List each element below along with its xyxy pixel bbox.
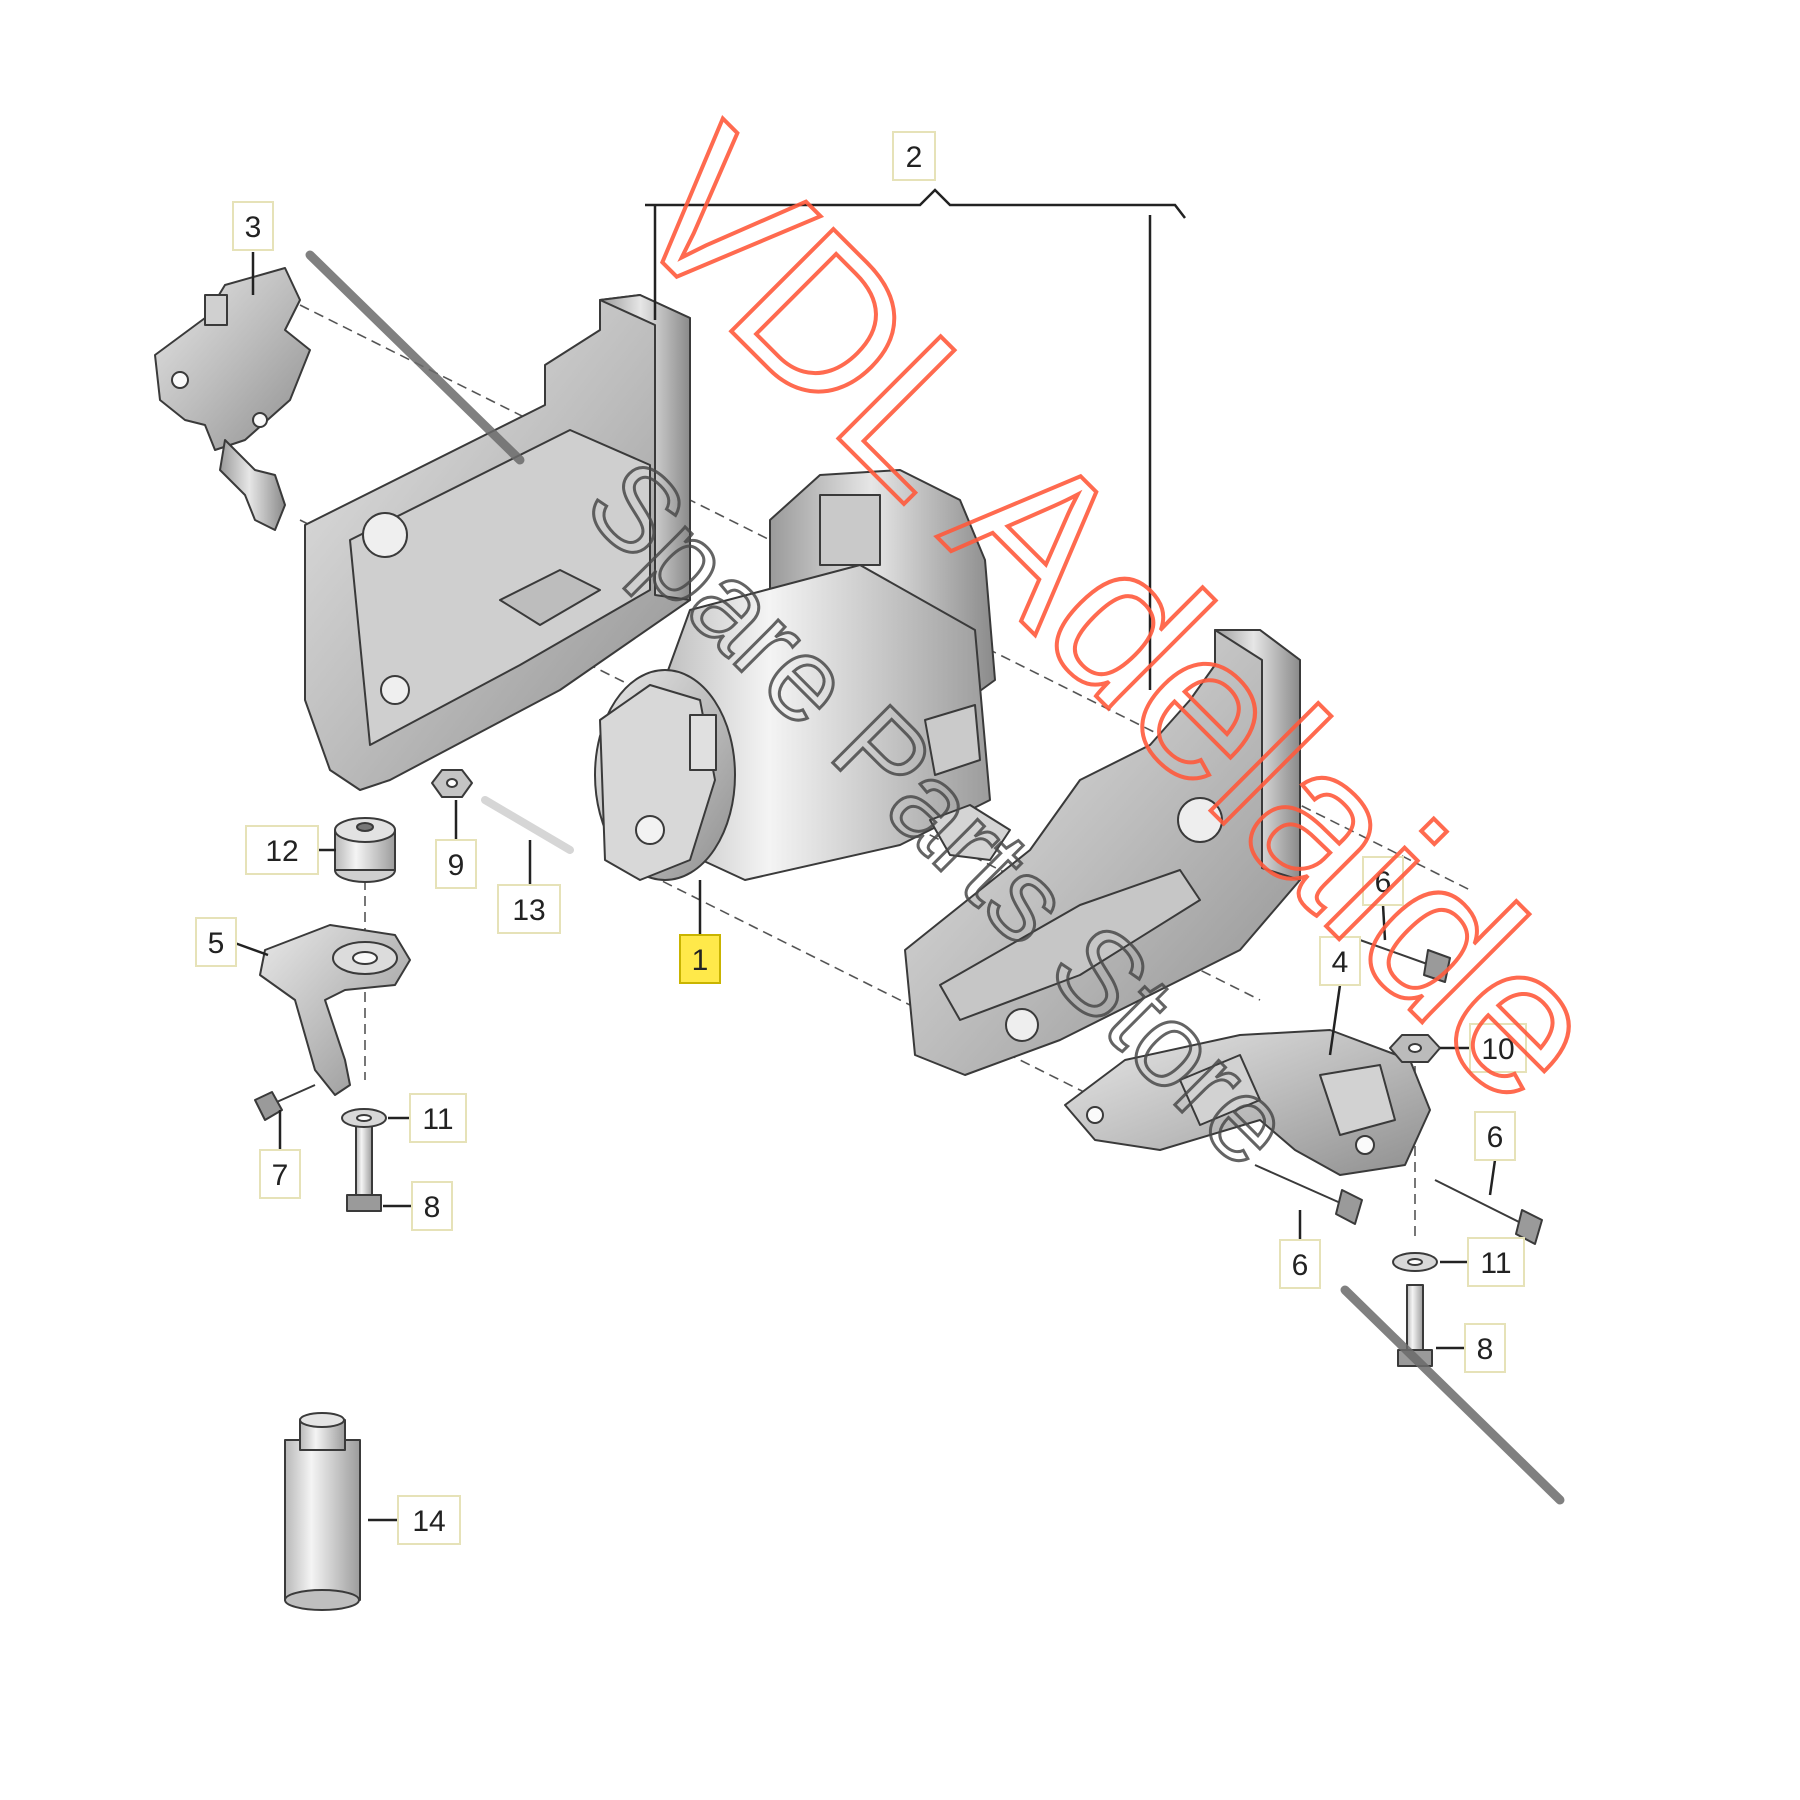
callout-13-label: 13 [512, 894, 545, 927]
bolt-part-8-right [1397, 1284, 1433, 1367]
callout-1-label: 1 [692, 944, 709, 977]
watermark: VDL Adelaide Spare Parts Store [305, 84, 1651, 1505]
bolt-part-6-middle [1254, 1164, 1363, 1225]
callout-6-middle-label: 6 [1292, 1249, 1309, 1282]
callout-11-left-label: 11 [422, 1103, 453, 1136]
oil-bottle-part-14 [284, 1412, 361, 1611]
callout-9-label: 9 [448, 849, 465, 882]
nut-part-9 [431, 769, 473, 798]
callout-6-upper-label: 6 [1375, 866, 1392, 899]
callout-6-right-label: 6 [1487, 1121, 1504, 1154]
callout-6-right: 6 [1474, 1111, 1516, 1161]
callout-8-left: 8 [411, 1181, 453, 1231]
callout-12-label: 12 [265, 835, 298, 868]
bolt-part-6-upper [1359, 939, 1451, 983]
callout-3-label: 3 [245, 211, 262, 244]
callout-8-right-label: 8 [1477, 1333, 1494, 1366]
callout-3: 3 [232, 201, 274, 251]
bolt-part-7 [254, 1084, 316, 1121]
nut-part-10 [1389, 1034, 1441, 1063]
callout-5-label: 5 [208, 927, 225, 960]
pin-part-13 [481, 796, 574, 854]
callout-11-right: 11 [1467, 1237, 1525, 1287]
callout-7: 7 [259, 1149, 301, 1199]
callout-2: 2 [892, 131, 936, 181]
callout-14: 14 [397, 1495, 461, 1545]
bolt-part-8-left [346, 1124, 382, 1212]
rubber-mount-part-12 [334, 817, 396, 883]
callout-13: 13 [497, 884, 561, 934]
housing-upper-half [304, 294, 691, 791]
bracket-part-3 [154, 267, 311, 531]
callout-12: 12 [245, 825, 319, 875]
callout-5: 5 [195, 917, 237, 967]
washer-part-11-right [1392, 1252, 1438, 1272]
bracket-part-4 [1064, 1029, 1431, 1176]
callout-4-label: 4 [1332, 946, 1349, 979]
callout-14-label: 14 [412, 1505, 445, 1538]
callout-6-middle: 6 [1279, 1239, 1321, 1289]
callout-1: 1 [679, 934, 721, 984]
callout-2-label: 2 [906, 141, 923, 174]
bracket-part-5 [259, 924, 411, 1096]
callout-10: 10 [1469, 1023, 1527, 1073]
callout-4: 4 [1319, 936, 1361, 986]
housing-lower-half [904, 629, 1301, 1076]
callout-11-right-label: 11 [1480, 1247, 1511, 1280]
compressor-part-1 [594, 469, 996, 881]
callout-7-label: 7 [272, 1159, 289, 1192]
callout-11-left: 11 [409, 1093, 467, 1143]
callout-9: 9 [435, 839, 477, 889]
washer-part-11-left [341, 1108, 387, 1128]
leader-lines [231, 188, 1497, 1522]
callout-8-right: 8 [1464, 1323, 1506, 1373]
watermark-slash-bottom [1340, 1285, 1565, 1505]
callout-8-left-label: 8 [424, 1191, 441, 1224]
bolt-part-6-right [1434, 1179, 1543, 1245]
callout-10-label: 10 [1481, 1033, 1514, 1066]
callout-6-upper: 6 [1362, 856, 1404, 906]
watermark-slash-top [305, 250, 525, 465]
